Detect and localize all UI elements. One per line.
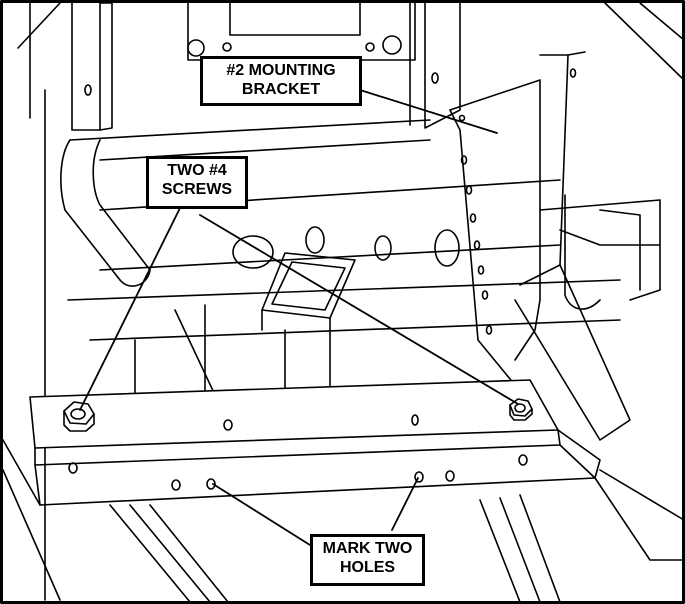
screw-left-icon [63,401,95,432]
right-nut-icon [382,35,402,55]
screw-right-leader [199,214,519,405]
leader-lines [79,89,519,546]
lower-frame [2,439,685,603]
callout-mark-holes: MARK TWO HOLES [310,534,425,586]
left-post [29,2,113,601]
callout-mark-holes-line2: HOLES [339,559,396,576]
callout-mounting-bracket-line2: BRACKET [241,81,321,98]
callout-screws-line1: TWO #4 [167,162,227,179]
hole-left-leader [212,483,311,546]
left-nut-icon [187,39,205,57]
center-channels [409,2,461,129]
right-frame [539,194,661,310]
callout-mounting-bracket-line1: #2 MOUNTING [226,62,336,79]
bracket-leader [359,89,498,134]
callout-screws: TWO #4 SCREWS [146,156,248,209]
callout-screws-line2: SCREWS [161,181,233,198]
square-tube [261,252,356,396]
hole-right-leader [391,477,419,531]
screw-left-leader [79,207,181,411]
upper-backplate [187,2,416,61]
callout-mounting-bracket: #2 MOUNTING BRACKET [200,56,362,106]
callout-mark-holes-line1: MARK TWO [322,540,413,557]
top-corner-lines [17,2,685,81]
front-rail [29,379,601,506]
lower-plate [67,279,621,396]
